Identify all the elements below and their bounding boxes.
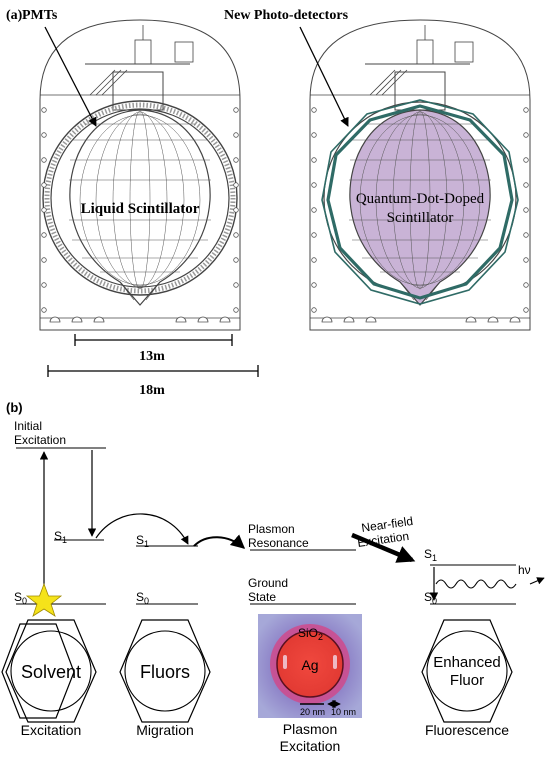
scale-20nm: 20 nm (300, 707, 325, 717)
s0-label-fluor: S0 (136, 590, 149, 606)
energy-levels (16, 447, 516, 605)
hex-label-enhanced-line1: Enhanced (433, 654, 501, 671)
left-side-pmts (41, 107, 239, 323)
right-side-pmts (311, 107, 529, 323)
left-detector (39, 19, 241, 331)
plasmon-label-line1: Plasmon (248, 522, 295, 536)
pmts-label: PMTs (22, 8, 58, 23)
s0-label-left: S0 (14, 590, 27, 606)
caption-plasmon: Plasmon (283, 721, 337, 737)
ag-label: Ag (301, 657, 318, 673)
s0-label-enhanced: S0 (424, 590, 437, 606)
ag-sio2-nanoparticle (258, 614, 362, 718)
hv-label: hν (518, 563, 531, 577)
initial-label-line1: Initial (14, 419, 42, 433)
ground-label-line2: State (248, 590, 276, 604)
hex-label-enhanced-line2: Fluor (450, 672, 484, 689)
dimension-13m (74, 334, 233, 346)
hex-solvent (1, 619, 97, 723)
right-detector (309, 19, 531, 331)
s1-label-left: S1 (54, 529, 67, 545)
s1-label-enhanced: S1 (424, 547, 437, 563)
photo-detectors-label: New Photo-detectors (224, 8, 349, 23)
hex-fluors (119, 619, 211, 723)
excitation-star-icon (25, 582, 63, 617)
liquid-scintillator-label: Liquid Scintillator (81, 201, 200, 217)
qd-scintillator-line2: Scintillator (387, 210, 454, 226)
sio2-label: SiO2 (298, 626, 323, 642)
dim-18m-label: 18m (139, 383, 165, 398)
qd-scintillator-line1: Quantum-Dot-Doped (356, 191, 485, 207)
s1-label-fluor: S1 (136, 533, 149, 549)
caption-plasmon-excitation: Excitation (280, 738, 341, 754)
hex-label-fluors: Fluors (140, 662, 190, 682)
plasmon-label-line2: Resonance (248, 536, 309, 550)
panel-a-label: (a) (6, 8, 23, 23)
new-photodetector-ring (326, 104, 514, 300)
caption-migration: Migration (136, 722, 194, 738)
scale-10nm: 10 nm (331, 707, 356, 717)
panel-b-label: (b) (6, 400, 23, 415)
migration-curve-arrow (95, 513, 189, 545)
plasmon-transfer-arrow (193, 534, 246, 549)
near-field-arrow (351, 532, 416, 563)
caption-fluorescence: Fluorescence (425, 722, 509, 738)
pmts-pointer-arrow (44, 26, 97, 127)
photon-arrowhead (529, 577, 545, 585)
caption-excitation: Excitation (21, 722, 82, 738)
initial-label-line2: Excitation (14, 433, 66, 447)
photon-wave (435, 579, 517, 589)
photo-detectors-pointer-arrow (299, 26, 349, 127)
dim-13m-label: 13m (139, 349, 165, 364)
hex-label-solvent: Solvent (21, 662, 81, 682)
hex-enhanced-fluor (421, 619, 513, 723)
ground-label-line1: Ground (248, 576, 288, 590)
photodetector-outer-ring (321, 99, 519, 305)
dimension-18m (47, 365, 259, 377)
